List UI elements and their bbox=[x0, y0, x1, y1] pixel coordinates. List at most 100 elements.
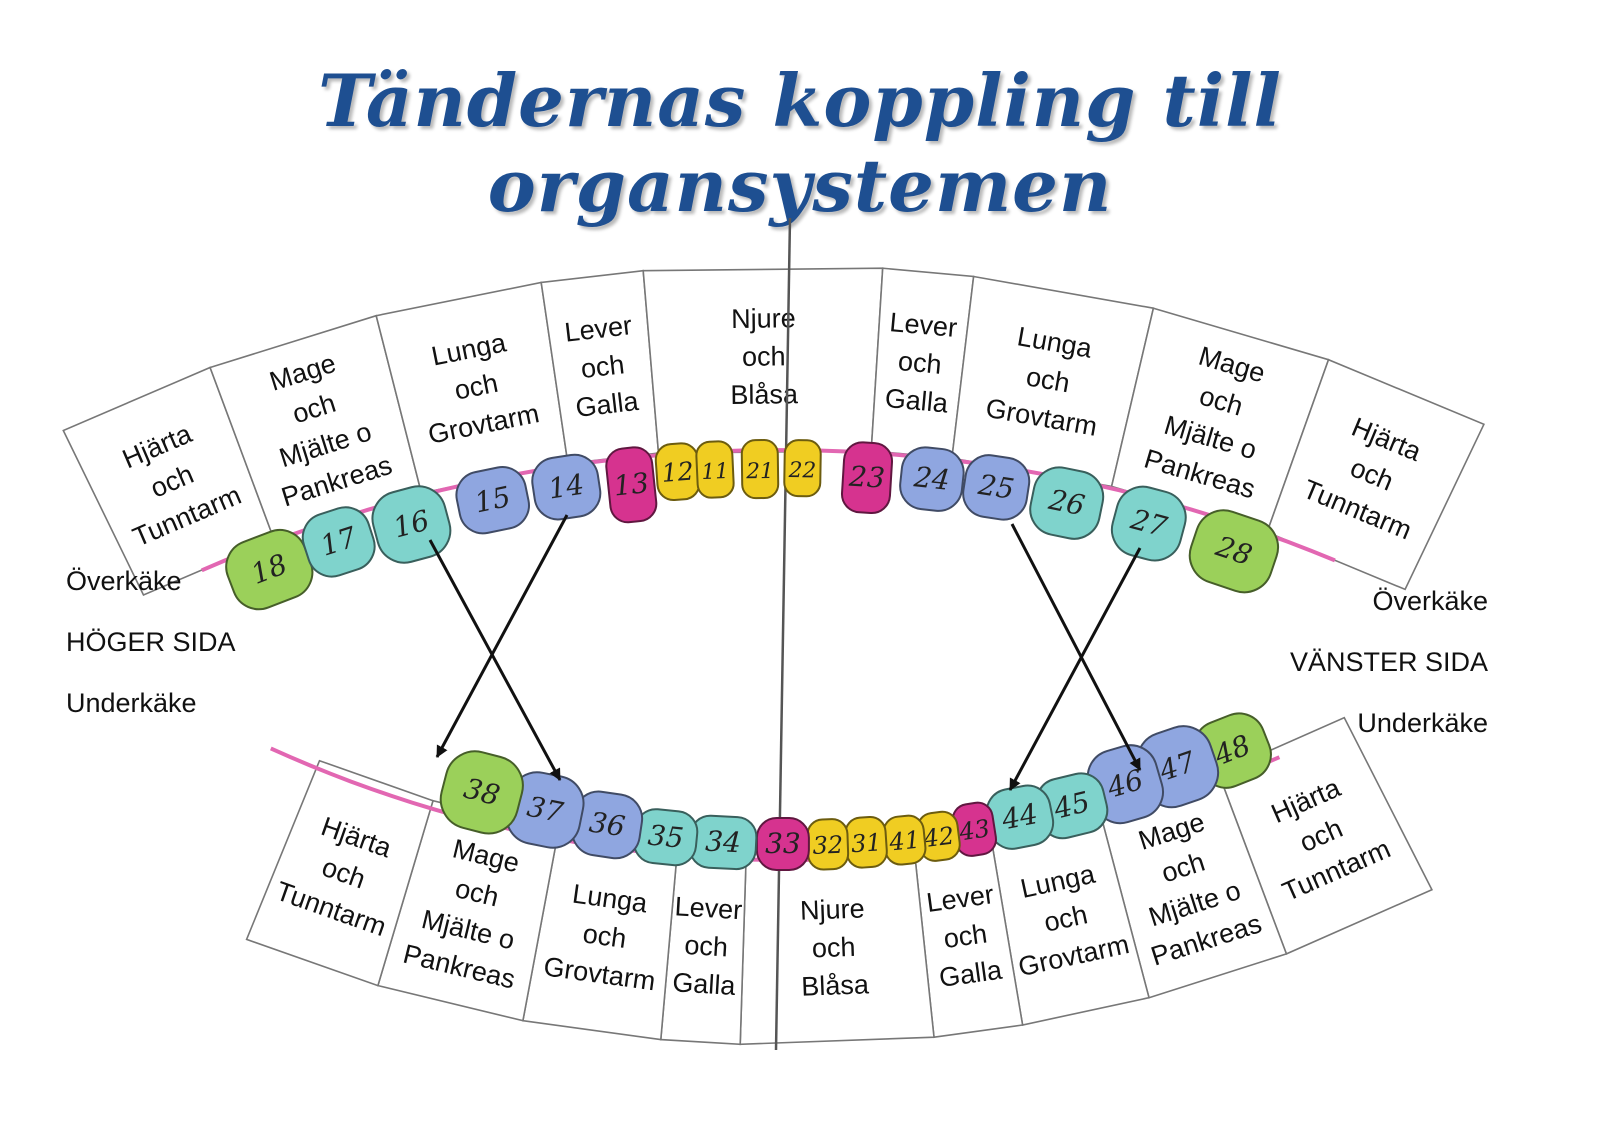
tooth-28: 28 bbox=[1188, 509, 1280, 594]
tooth-23-shape bbox=[840, 441, 894, 515]
tooth-14-shape bbox=[531, 453, 602, 521]
tooth-number: 23 bbox=[847, 460, 886, 495]
tooth-26: 26 bbox=[1029, 466, 1105, 540]
organ-label-line: och bbox=[897, 346, 943, 380]
tooth-32: 32 bbox=[806, 818, 850, 871]
tooth-number: 33 bbox=[765, 827, 801, 860]
tooth-number: 34 bbox=[704, 825, 741, 860]
tooth-24-shape bbox=[899, 446, 965, 512]
tooth-22-shape bbox=[783, 439, 822, 498]
organ-label-line: och bbox=[742, 341, 786, 371]
organ-label-line: Njure bbox=[800, 893, 866, 925]
tooth-43: 43 bbox=[951, 801, 998, 857]
lower-label-lever-och-galla: LeverochGalla bbox=[659, 846, 748, 1046]
tooth-27-shape bbox=[1110, 485, 1187, 562]
left-side-label: VÄNSTER SIDA bbox=[1289, 647, 1488, 677]
tooth-13: 13 bbox=[605, 446, 658, 524]
left-side-upper-jaw-label: Överkäke bbox=[1372, 586, 1488, 616]
tooth-number: 24 bbox=[911, 460, 951, 497]
arrow-right-side-down bbox=[428, 539, 562, 781]
organ-label-line: och bbox=[581, 918, 628, 954]
tooth-15-shape bbox=[455, 466, 530, 535]
tooth-28-shape bbox=[1188, 509, 1280, 594]
organ-label-text: LeverochGalla bbox=[669, 891, 743, 1001]
label-box bbox=[1266, 358, 1485, 591]
tooth-15: 15 bbox=[455, 466, 530, 535]
tooth-18: 18 bbox=[225, 528, 314, 611]
tooth-36: 36 bbox=[571, 790, 644, 860]
organ-label-line: och bbox=[684, 930, 729, 963]
tooth-38: 38 bbox=[439, 750, 524, 835]
lower-label-lever-och-galla: LeverochGalla bbox=[912, 833, 1024, 1039]
tooth-number: 22 bbox=[788, 458, 817, 483]
organ-label-line: och bbox=[1024, 361, 1072, 398]
tooth-number: 26 bbox=[1045, 483, 1088, 523]
lower-label-lunga-och-grovtarm: LungaochGrovtarm bbox=[989, 810, 1150, 1026]
upper-label-lever-och-galla: LeverochGalla bbox=[540, 269, 660, 465]
tooth-34: 34 bbox=[688, 814, 758, 871]
lower-label-hjarta-och-tunntarm: HjärtaochTunntarm bbox=[245, 759, 434, 987]
tooth-11: 11 bbox=[695, 440, 735, 499]
tooth-21-shape bbox=[740, 439, 780, 500]
tooth-24: 24 bbox=[899, 446, 965, 512]
tooth-number: 37 bbox=[524, 790, 566, 829]
tooth-38-shape bbox=[439, 750, 524, 835]
tooth-number: 15 bbox=[472, 480, 514, 519]
upper-label-hjarta-och-tunntarm: HjärtaochTunntarm bbox=[1266, 358, 1485, 591]
arrow-left-side-cross bbox=[1008, 547, 1142, 791]
upper-label-hjarta-och-tunntarm: HjärtaochTunntarm bbox=[62, 366, 275, 597]
tooth-21: 21 bbox=[740, 439, 780, 500]
midline bbox=[774, 217, 792, 1051]
upper-label-lever-och-galla: LeverochGalla bbox=[870, 267, 975, 460]
tooth-17: 17 bbox=[301, 506, 376, 578]
tooth-26-shape bbox=[1029, 466, 1105, 540]
organ-label-line: och bbox=[579, 349, 626, 384]
organ-label-line: och bbox=[942, 918, 989, 954]
organ-label-line: och bbox=[811, 932, 856, 964]
tooth-31: 31 bbox=[844, 816, 888, 869]
tooth-number: 11 bbox=[701, 459, 730, 485]
left-side-lower-jaw-label: Underkäke bbox=[1357, 708, 1488, 738]
right-side-upper-jaw-label: Överkäke bbox=[66, 566, 182, 596]
tooth-35: 35 bbox=[633, 808, 699, 867]
label-box bbox=[245, 759, 434, 987]
tooth-33: 33 bbox=[755, 816, 810, 872]
lower-label-mage-och-mjalte-o-pankreas: MageochMjälte oPankreas bbox=[376, 799, 560, 1022]
tooth-number: 44 bbox=[998, 797, 1040, 836]
right-side-lower-jaw-label: Underkäke bbox=[66, 688, 197, 718]
tooth-27: 27 bbox=[1110, 485, 1187, 562]
arrow-left-side-down bbox=[1010, 523, 1142, 771]
tooth-17-shape bbox=[301, 506, 376, 578]
tooth-14: 14 bbox=[531, 453, 602, 521]
tooth-number: 21 bbox=[745, 459, 774, 484]
organ-label-line: Galla bbox=[574, 386, 641, 423]
tooth-23: 23 bbox=[840, 441, 894, 515]
organ-label-line: Galla bbox=[672, 967, 738, 1001]
upper-label-mage-och-mjalte-o-pankreas: MageochMjälte oPankreas bbox=[209, 314, 423, 541]
tooth-number: 12 bbox=[661, 457, 695, 488]
tooth-41: 41 bbox=[882, 814, 927, 866]
diagram-title: Tändernas koppling till organsystemen bbox=[318, 58, 1282, 228]
tooth-25-shape bbox=[962, 454, 1031, 521]
upper-label-njure-och-blasa: NjureochBlåsa bbox=[642, 267, 884, 454]
tooth-number: 36 bbox=[587, 805, 627, 843]
arrow-right-side-cross bbox=[435, 514, 569, 758]
organ-label-line: Lever bbox=[888, 307, 958, 343]
lower-label-njure-och-blasa: Njure ochBlåsa bbox=[739, 844, 935, 1046]
lower-label-lunga-och-grovtarm: LungaochGrovtarm bbox=[521, 830, 679, 1041]
tooth-number: 32 bbox=[812, 831, 844, 860]
lower-label-mage-och-mjalte-o-pankreas: MageochMjälte oPankreas bbox=[1098, 772, 1288, 999]
crossing-arrows bbox=[428, 514, 1142, 791]
tooth-13-shape bbox=[605, 446, 658, 524]
organ-label-line: Galla bbox=[884, 383, 950, 419]
tooth-11-shape bbox=[695, 440, 735, 499]
tooth-12: 12 bbox=[654, 442, 701, 502]
tooth-number: 41 bbox=[887, 826, 921, 857]
organ-label-line: Blåsa bbox=[801, 969, 871, 1001]
tooth-37: 37 bbox=[505, 771, 585, 849]
organ-label-line: Blåsa bbox=[730, 379, 799, 410]
